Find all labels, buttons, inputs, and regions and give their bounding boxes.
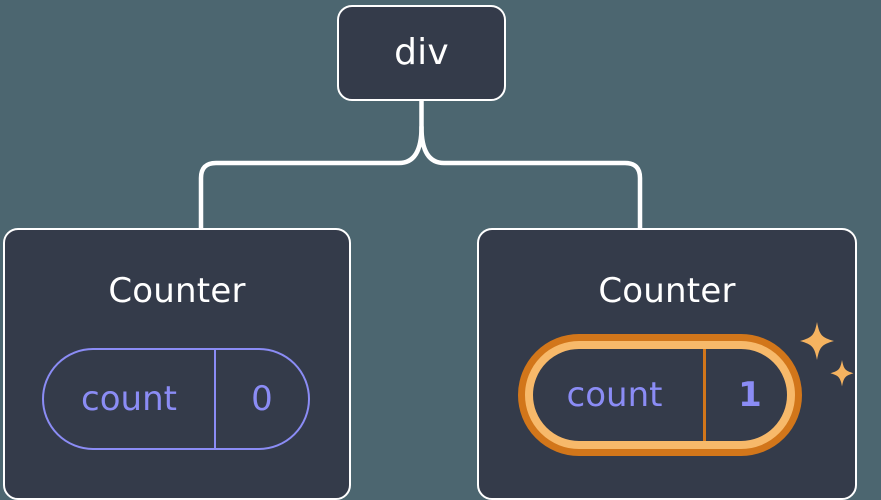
node-div[interactable]: div [337, 5, 506, 101]
node-counter-right-title: Counter [598, 271, 736, 311]
state-key-right: count [526, 342, 706, 448]
state-key-left: count [44, 350, 216, 448]
state-pill-left[interactable]: count 0 [42, 348, 310, 450]
state-value-left: 0 [251, 379, 273, 419]
state-pill-right-wrapper: count 1 [518, 334, 802, 456]
node-div-label: div [394, 32, 449, 73]
state-value-right: 1 [738, 375, 762, 415]
node-counter-left-title: Counter [108, 271, 246, 311]
state-pill-right-highlighted[interactable]: count 1 [518, 334, 802, 456]
state-pill-left-wrapper: count 0 [42, 348, 310, 450]
